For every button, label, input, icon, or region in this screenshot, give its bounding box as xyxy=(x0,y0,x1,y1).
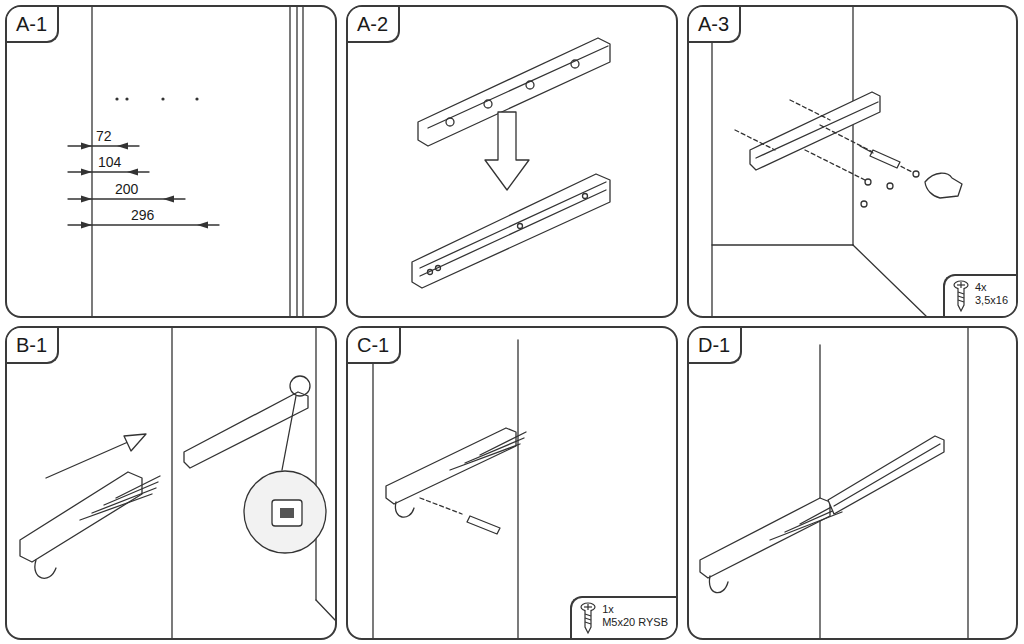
dimension-label: 200 xyxy=(113,181,140,197)
step-number: A-2 xyxy=(357,13,388,35)
step-tab: A-3 xyxy=(689,7,741,43)
step-panel: C-1 1xM5x20 RYSB xyxy=(346,326,678,640)
screw-spec: 3,5x16 xyxy=(975,294,1008,307)
step-number: A-3 xyxy=(698,13,729,35)
step-panel: B-1 xyxy=(5,326,337,640)
step-tab: A-1 xyxy=(7,7,59,43)
dimension-label: 296 xyxy=(129,207,156,223)
step-number: D-1 xyxy=(698,334,730,356)
dimension-label: 72 xyxy=(94,128,114,144)
step-panel: A-3 4x3,5x16 xyxy=(687,5,1018,318)
step-tab: C-1 xyxy=(348,328,401,364)
step-panel: A-1 xyxy=(5,5,337,318)
screw-callout: 4x3,5x16 xyxy=(943,274,1016,316)
step-number: A-1 xyxy=(16,13,47,35)
screw-spec: 1x xyxy=(602,603,668,616)
step-panel: D-1 xyxy=(687,326,1018,640)
step-tab: B-1 xyxy=(7,328,59,364)
screw-callout: 1xM5x20 RYSB xyxy=(570,596,676,638)
step-number: B-1 xyxy=(16,334,47,356)
step-tab: A-2 xyxy=(348,7,400,43)
screw-spec: 4x xyxy=(975,281,1008,294)
screw-spec: M5x20 RYSB xyxy=(602,616,668,629)
dimension-label: 104 xyxy=(96,154,123,170)
step-number: C-1 xyxy=(357,334,389,356)
step-tab: D-1 xyxy=(689,328,742,364)
step-panel: A-2 xyxy=(346,5,678,318)
